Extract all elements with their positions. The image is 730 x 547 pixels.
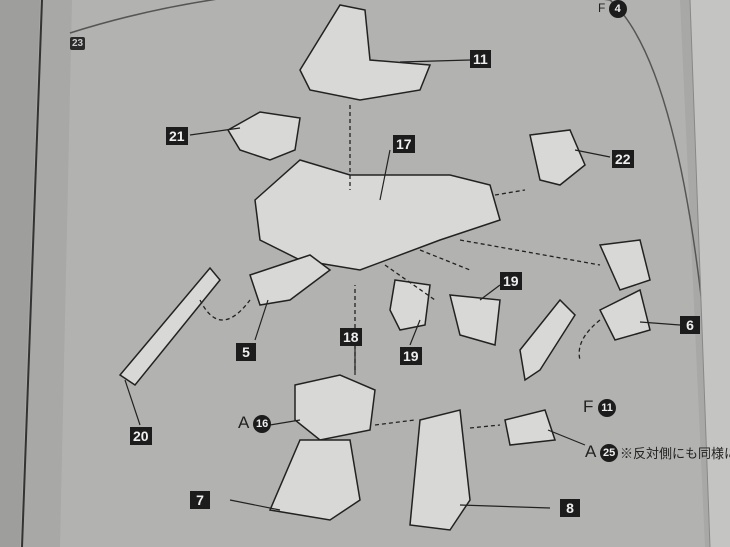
- part-label-22: 22: [612, 150, 634, 168]
- part-5-arm: [249, 254, 332, 306]
- part-label-6: 6: [680, 316, 700, 334]
- part-label-17: 17: [393, 135, 415, 153]
- part-6: [598, 239, 651, 291]
- part-22: [529, 129, 586, 186]
- part-a25: [504, 409, 557, 446]
- part-label-8: 8: [560, 499, 580, 517]
- part-label-18: 18: [340, 328, 362, 346]
- part-6-arm: [598, 288, 651, 341]
- part-19-b: [449, 294, 501, 346]
- part-label-11: 11: [470, 50, 491, 68]
- part-21: [226, 111, 301, 161]
- part-19-a: [389, 279, 431, 331]
- part-label-21: 21: [166, 127, 188, 145]
- top-page-ref: F 4: [598, 0, 627, 18]
- part-18-torso: [294, 374, 376, 441]
- part-20-rifle: [118, 266, 221, 387]
- ref-a25: A 25: [585, 442, 619, 462]
- ref-f11: F 11: [583, 397, 617, 417]
- part-17-body: [254, 159, 501, 271]
- part-label-19-a: 19: [500, 272, 522, 290]
- note-text: ※反対側にも同様に取: [620, 446, 730, 461]
- part-label-5: 5: [236, 343, 256, 361]
- gun-f11: [519, 298, 576, 382]
- part-7-leg: [268, 439, 361, 521]
- part-label-19-b: 19: [400, 347, 422, 365]
- step-number: 23: [70, 37, 86, 50]
- part-label-7: 7: [190, 491, 210, 509]
- ref-a16: A 16: [238, 413, 272, 433]
- part-11-head: [299, 4, 432, 101]
- part-8-leg: [409, 409, 471, 531]
- part-label-20: 20: [130, 427, 152, 445]
